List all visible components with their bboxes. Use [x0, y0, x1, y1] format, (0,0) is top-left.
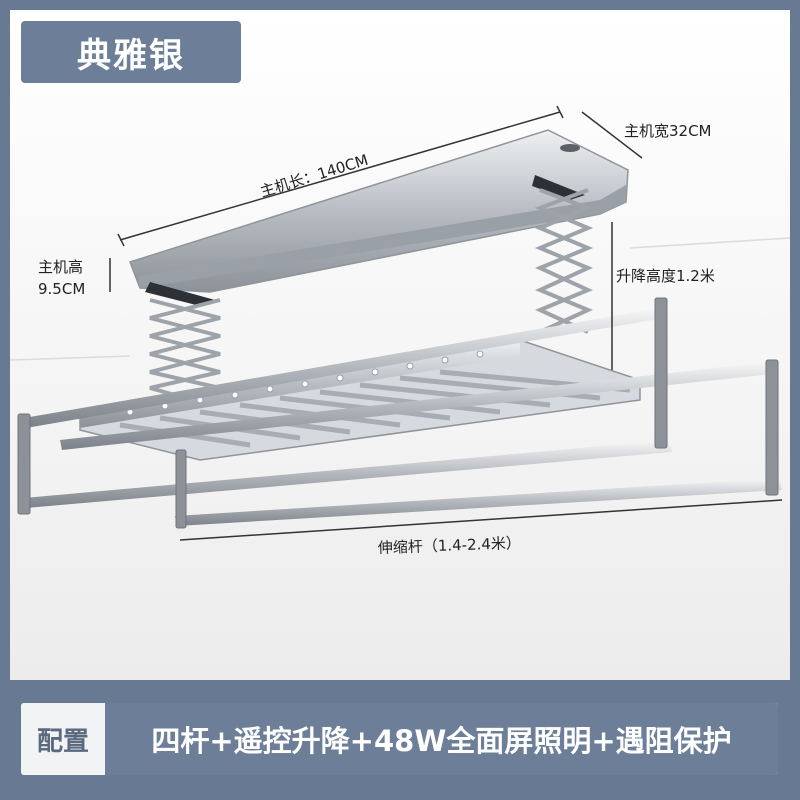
height-value: 9.5CM — [38, 280, 85, 298]
config-tag: 配置 — [21, 703, 105, 775]
ceiling-lines — [9, 237, 791, 361]
scissor-lift-right — [534, 188, 594, 334]
width-label: 主机宽32CM — [624, 122, 712, 140]
product-title: 典雅银 — [21, 21, 241, 83]
height-label: 主机高 — [38, 258, 83, 276]
rod-label: 伸缩杆（1.4-2.4米） — [378, 534, 522, 557]
lift-label: 升降高度1.2米 — [616, 267, 715, 285]
dimension-lines — [109, 105, 783, 541]
config-bar: 配置 四杆+遥控升降+48W全面屏照明+遇阻保护 — [21, 703, 778, 775]
host-housing — [129, 129, 629, 306]
config-description: 四杆+遥控升降+48W全面屏照明+遇阻保护 — [105, 703, 778, 775]
telescopic-rods — [17, 297, 782, 529]
